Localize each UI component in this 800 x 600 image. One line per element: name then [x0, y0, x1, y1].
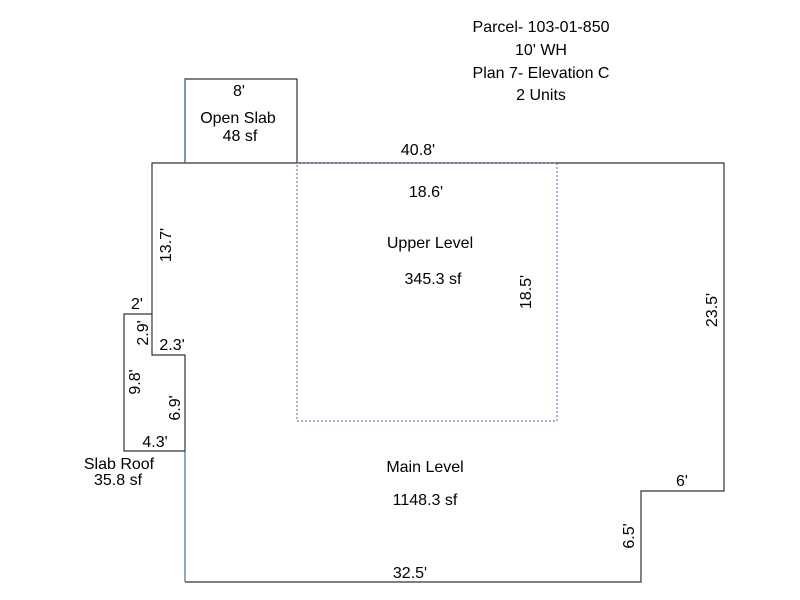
slab-roof-step-dimension: 2.9' — [135, 320, 152, 345]
upper-depth-dimension: 18.5' — [518, 275, 535, 309]
upper-level-label: Upper Level — [387, 235, 473, 252]
main-right-dimension: 23.5' — [704, 293, 721, 327]
slab-roof-label: Slab Roof — [84, 456, 155, 473]
main-level-outline — [151, 162, 725, 583]
open-slab-width: 8' — [233, 83, 245, 100]
plan-elevation: Plan 7- Elevation C — [473, 65, 610, 82]
main-top-dimension: 40.8' — [401, 142, 435, 159]
notch-height-dimension: 6.9' — [167, 395, 184, 420]
slab-roof-area: 35.8 sf — [94, 472, 143, 489]
main-level-area: 1148.3 sf — [393, 492, 458, 509]
upper-width-dimension: 18.6' — [409, 184, 443, 201]
step-width-dimension: 6' — [676, 473, 688, 490]
step-height-dimension: 6.5' — [621, 523, 638, 548]
slab-roof-bottom-dimension: 4.3' — [142, 434, 167, 451]
wall-height: 10' WH — [515, 42, 567, 59]
upper-level-outline — [296, 162, 558, 422]
upper-level-area: 345.3 sf — [405, 271, 462, 288]
unit-count: 2 Units — [516, 87, 566, 104]
slab-roof-side-dimension: 9.8' — [127, 369, 144, 394]
open-slab-area: 48 sf — [223, 128, 258, 145]
main-left-upper-dimension: 13.7' — [158, 228, 175, 262]
open-slab-label: Open Slab — [200, 110, 276, 127]
notch-dimension: 2.3' — [159, 337, 184, 354]
main-level-label: Main Level — [386, 459, 463, 476]
parcel-number: Parcel- 103-01-850 — [473, 19, 610, 36]
slab-roof-top-dimension: 2' — [131, 296, 143, 313]
main-bottom-dimension: 32.5' — [393, 565, 427, 582]
slab-roof-outline — [123, 313, 185, 452]
